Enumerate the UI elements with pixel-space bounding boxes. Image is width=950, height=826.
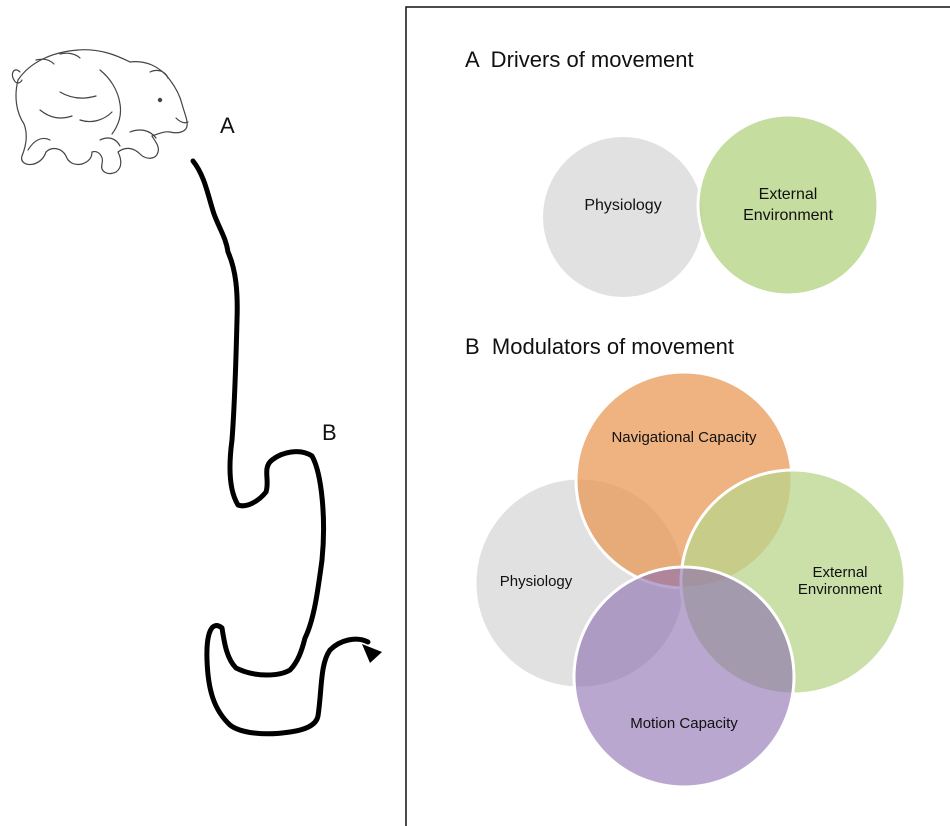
path-arrowhead xyxy=(362,644,382,663)
panel-a-external-environment-circle xyxy=(696,113,880,297)
panel-a-heading: A Drivers of movement xyxy=(465,47,694,72)
panel-b-motion-capacity-circle xyxy=(572,565,796,789)
panel-b-physiology-label: Physiology xyxy=(500,573,573,590)
panel-a-physiology-circle xyxy=(543,137,703,297)
trajectory-label-b: B xyxy=(322,420,337,445)
panel-b-heading: B Modulators of movement xyxy=(465,334,734,359)
panel-a-physiology-label: Physiology xyxy=(584,197,661,214)
panel-a-external-label-line1: External xyxy=(759,186,818,203)
panel-a-external-label-line2: Environment xyxy=(743,207,833,224)
panel-a-venn xyxy=(543,113,880,297)
panel-b-external-label-line2: Environment xyxy=(798,581,883,598)
panel-b-external-label-line1: External xyxy=(812,564,867,581)
movement-path xyxy=(190,158,371,737)
panel-b-motion-label: Motion Capacity xyxy=(630,715,738,732)
panel-frame xyxy=(405,6,950,826)
trajectory-label-a: A xyxy=(220,113,235,138)
panel-b-navigational-label: Navigational Capacity xyxy=(611,429,757,446)
bear-icon xyxy=(11,49,189,175)
panel-b-venn xyxy=(473,370,907,789)
